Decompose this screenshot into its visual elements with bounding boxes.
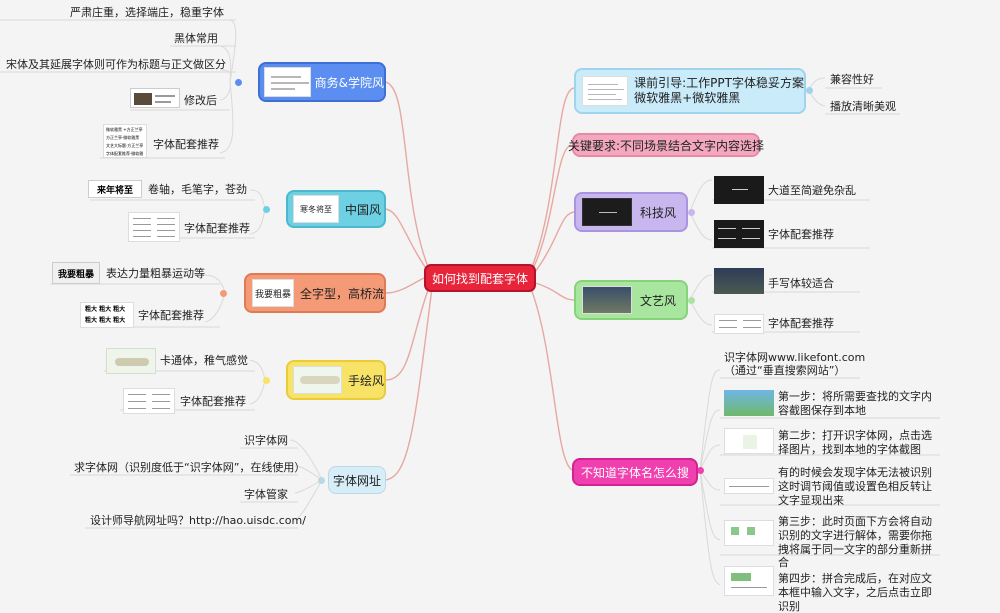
fullword-bold-text: 我要粗暴 <box>57 269 94 280</box>
branch-handdrawn-label: 手绘风 <box>347 373 384 388</box>
fullword-font-sample-image: 粗大 粗大 粗大 粗大 粗大 粗大 <box>80 302 134 328</box>
sites-leaf-4[interactable]: 设计师导航网址吗？http://hao.uisdc.com/ <box>90 514 306 527</box>
business-sample-4: 字体配套推荐·微软雅黑 <box>106 151 144 156</box>
central-topic-label: 如何找到配套字体 <box>431 271 528 286</box>
art-image-2 <box>714 314 764 334</box>
step2-image <box>724 428 774 454</box>
chinese-leaf-1[interactable]: 卷轴，毛笔字，苍劲 <box>148 183 247 196</box>
business-sample-3: 文艺大标题·方正兰亭 <box>106 143 144 148</box>
branch-chinese[interactable]: 寒冬将至 中国风 <box>286 190 386 228</box>
branch-business-label: 商务&学院风 <box>314 75 384 90</box>
fullword-leaf-2[interactable]: 字体配套推荐 <box>138 309 204 322</box>
branch-key[interactable]: 关键要求:不同场景结合文字内容选择 <box>568 133 764 157</box>
branch-business[interactable]: 商务&学院风 <box>258 62 386 102</box>
chinese-scroll-image: 来年将至 <box>88 180 142 198</box>
business-leaf-3[interactable]: 宋体及其延展字体则可作为标题与正文做区分 <box>6 58 226 71</box>
unknown-leaf-site-1[interactable]: 识字体网www.likefont.com <box>724 351 866 364</box>
handdrawn-cartoon-image <box>106 348 156 374</box>
step-threshold[interactable]: 有的时候会发现字体无法被识别这时调节阈值或设置色相反转让文字显现出来 <box>778 466 932 507</box>
collapse-dot[interactable] <box>688 209 695 216</box>
intro-leaf-1[interactable]: 兼容性好 <box>830 73 874 86</box>
branch-unknown-label: 不知道字体名怎么搜 <box>580 465 689 480</box>
branch-sites-label: 字体网址 <box>332 473 381 488</box>
branch-tech[interactable]: 科技风 <box>574 192 688 232</box>
intro-leaf-2[interactable]: 播放清晰美观 <box>830 100 896 113</box>
tech-image-1 <box>714 176 764 204</box>
step-3[interactable]: 第三步：此时页面下方会将自动识别的文字进行解体，需要你拖拽将属于同一文字的部分重… <box>778 515 932 570</box>
branch-key-label: 关键要求:不同场景结合文字内容选择 <box>567 138 765 153</box>
step1-image <box>724 390 774 416</box>
tech-thumbnail <box>582 198 632 226</box>
fullword-sample-row-1: 粗大 粗大 粗大 <box>85 306 126 313</box>
business-thumbnail <box>264 67 311 97</box>
handdrawn-thumbnail <box>293 366 342 394</box>
branch-handdrawn[interactable]: 手绘风 <box>286 360 386 400</box>
chinese-thumbnail: 寒冬将至 <box>293 195 339 223</box>
art-leaf-1[interactable]: 手写体较适合 <box>768 277 834 290</box>
branch-intro-label-2: 微软雅黑+微软雅黑 <box>634 91 741 105</box>
handdrawn-font-sample-image <box>123 388 175 414</box>
sites-leaf-2[interactable]: 求字体网（识别度低于“识字体网”，在线使用） <box>74 461 306 474</box>
step3-image <box>724 520 774 546</box>
art-leaf-2[interactable]: 字体配套推荐 <box>768 317 834 330</box>
fullword-thumbnail: 我要粗暴 <box>252 279 294 307</box>
collapse-dot[interactable] <box>235 79 242 86</box>
branch-intro[interactable]: 课前引导:工作PPT字体稳妥方案 微软雅黑+微软雅黑 <box>574 68 806 114</box>
branch-tech-label: 科技风 <box>640 205 677 220</box>
branch-chinese-label: 中国风 <box>345 202 382 217</box>
business-font-sample-image: 微软雅黑 +方正兰亭 方正兰亭·微软雅黑 文艺大标题·方正兰亭 字体配套推荐·微… <box>103 124 147 158</box>
sites-leaf-3[interactable]: 字体管家 <box>244 488 288 501</box>
step-1[interactable]: 第一步：将所需要查找的文字内容截图保存到本地 <box>778 390 932 417</box>
business-leaf-5[interactable]: 字体配套推荐 <box>153 138 219 151</box>
intro-thumbnail <box>582 76 629 106</box>
collapse-dot[interactable] <box>318 477 325 484</box>
step-2[interactable]: 第二步：打开识字体网，点击选择图片，找到本地的字体截图 <box>778 429 932 456</box>
tech-leaf-1[interactable]: 大道至简避免杂乱 <box>768 184 856 197</box>
collapse-dot[interactable] <box>263 206 270 213</box>
branch-fullword-label: 全字型，高桥流 <box>299 286 384 301</box>
chinese-thumb-text: 寒冬将至 <box>300 204 332 214</box>
step4-image <box>724 566 774 596</box>
business-sample-2: 方正兰亭·微软雅黑 <box>106 135 140 140</box>
chinese-leaf-2[interactable]: 字体配套推荐 <box>184 222 250 235</box>
branch-fullword[interactable]: 我要粗暴 全字型，高桥流 <box>244 273 386 313</box>
art-image-1 <box>714 268 764 294</box>
business-leaf-2[interactable]: 黑体常用 <box>174 32 218 45</box>
branch-art[interactable]: 文艺风 <box>574 280 688 320</box>
fullword-leaf-1[interactable]: 表达力量粗暴运动等 <box>106 267 205 280</box>
tech-image-2 <box>714 220 764 248</box>
business-leaf-1[interactable]: 严肃庄重，选择端庄，稳重字体 <box>70 6 224 19</box>
tech-leaf-2[interactable]: 字体配套推荐 <box>768 228 834 241</box>
fullword-bold-image: 我要粗暴 <box>52 262 100 284</box>
chinese-font-sample-image <box>128 212 180 242</box>
collapse-dot[interactable] <box>220 290 227 297</box>
collapse-dot[interactable] <box>806 87 813 94</box>
business-modified-image <box>130 88 180 108</box>
branch-unknown[interactable]: 不知道字体名怎么搜 <box>572 458 698 486</box>
branch-sites[interactable]: 字体网址 <box>328 466 386 494</box>
art-thumbnail <box>582 286 632 314</box>
step-4[interactable]: 第四步：拼合完成后，在对应文本框中输入文字，之后点击立即识别 <box>778 572 932 613</box>
collapse-dot[interactable] <box>263 377 270 384</box>
central-topic[interactable]: 如何找到配套字体 <box>424 264 536 292</box>
collapse-dot[interactable] <box>697 467 704 474</box>
business-leaf-4[interactable]: 修改后 <box>184 94 217 107</box>
fullword-sample-row-2: 粗大 粗大 粗大 <box>85 317 126 324</box>
collapse-dot[interactable] <box>688 297 695 304</box>
threshold-image <box>724 478 774 494</box>
branch-intro-label-1: 课前引导:工作PPT字体稳妥方案 <box>634 76 804 90</box>
unknown-leaf-site-2[interactable]: （通过“垂直搜索网站”） <box>724 364 846 377</box>
chinese-scroll-text: 来年将至 <box>96 185 133 196</box>
handdrawn-leaf-1[interactable]: 卡通体，稚气感觉 <box>160 354 248 367</box>
business-sample-1: 微软雅黑 +方正兰亭 <box>106 127 143 132</box>
handdrawn-leaf-2[interactable]: 字体配套推荐 <box>180 395 246 408</box>
sites-leaf-1[interactable]: 识字体网 <box>244 434 288 447</box>
fullword-thumb-text: 我要粗暴 <box>254 289 291 300</box>
branch-art-label: 文艺风 <box>640 293 677 308</box>
